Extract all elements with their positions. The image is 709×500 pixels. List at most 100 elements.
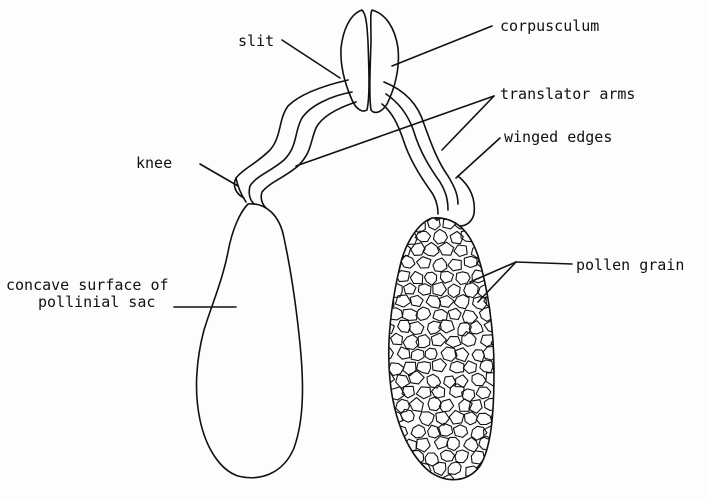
pollen-grain-cell	[472, 350, 484, 362]
pollen-grain-cell	[398, 476, 411, 488]
pollen-grain-cell	[378, 346, 393, 361]
pollen-grain-cell	[439, 399, 453, 412]
pollen-grain-cell	[391, 333, 403, 345]
pollen-grain-cell	[381, 372, 395, 384]
label-pollen-grain: pollen grain	[576, 256, 684, 274]
pollen-grain-cell	[410, 322, 424, 335]
pollen-grain-cell	[450, 205, 463, 217]
pollen-grain-cell	[433, 462, 446, 475]
pollen-grain-cell	[448, 308, 461, 319]
pollen-grain-cell	[464, 283, 479, 298]
pollen-grain-cell	[425, 348, 437, 359]
pollen-grain-cell	[492, 306, 507, 320]
pollen-grain-cell	[389, 230, 404, 244]
pollen-grain-cell	[388, 461, 401, 474]
pollen-grain-cell	[483, 346, 497, 360]
pollen-grain-cell	[456, 478, 470, 492]
pollen-grain-cell	[372, 310, 386, 323]
leader-lines	[174, 26, 572, 307]
pollen-grain-cell	[434, 437, 448, 450]
pollen-grain-cell	[444, 376, 456, 389]
pollen-grain-cell	[494, 385, 508, 397]
leader-translator-arms-2	[442, 96, 494, 150]
pollen-grain-cell	[449, 410, 464, 424]
pollen-grain-cell	[490, 465, 504, 477]
pollen-grain-cell	[380, 221, 395, 232]
pollen-grain-cell	[376, 438, 388, 450]
pollen-grain-cell	[403, 439, 416, 451]
pollen-grain-cell	[448, 284, 460, 298]
pollen-grain-cell	[433, 282, 447, 296]
label-translator-arms: translator arms	[500, 85, 635, 103]
pollen-grain-cell	[441, 347, 457, 361]
pollen-grain-cell	[375, 258, 388, 271]
pollen-grain-cell	[441, 450, 455, 461]
pollen-grains	[372, 203, 510, 493]
pollen-grain-cell	[402, 204, 415, 218]
pollen-grain-cell	[416, 438, 430, 452]
leader-knee	[200, 164, 238, 186]
pollen-grain-cell	[453, 425, 467, 438]
label-concave-surface-line2: pollinial sac	[38, 293, 155, 311]
pollen-grain-cell	[372, 388, 386, 400]
pollen-grain-cell	[464, 256, 477, 267]
pollen-grain-cell	[372, 336, 388, 350]
left-arm-middle	[249, 92, 352, 204]
pollen-grain-cell	[419, 412, 434, 426]
pollen-grain-cell	[486, 373, 500, 386]
left-pollinial-sac	[197, 204, 303, 478]
pollen-grain-cell	[432, 359, 446, 372]
pollen-grain-cell	[473, 297, 487, 310]
pollen-grain-cell	[448, 259, 462, 271]
label-winged-edges: winged edges	[504, 128, 612, 146]
pollen-grain-cell	[375, 283, 389, 296]
pollen-grain-cell	[465, 205, 479, 217]
pollen-grain-cell	[456, 272, 470, 285]
pollen-grain-cell	[477, 232, 491, 245]
pollen-grain-cell	[372, 360, 385, 373]
pollen-grain-cell	[436, 412, 450, 426]
pollen-grain-cell	[395, 449, 408, 461]
pollen-grain-cell	[448, 462, 461, 475]
pollen-grain-cell	[398, 320, 411, 332]
corpusculum-right-half	[370, 10, 399, 112]
pollen-grain-cell	[373, 206, 387, 219]
right-arm-middle	[386, 94, 448, 210]
pollen-grain-cell	[476, 387, 491, 399]
pollen-grain-cell	[434, 229, 448, 244]
right-knee	[458, 176, 474, 226]
pollen-grain-cell	[493, 234, 507, 247]
pollen-grain-cell	[411, 349, 424, 361]
pollen-grain-cell	[479, 203, 495, 217]
pollen-grain-cell	[418, 204, 432, 216]
pollen-grain-cell	[496, 440, 510, 452]
pollen-grain-cell	[381, 425, 395, 439]
left-knee	[236, 178, 246, 202]
pollen-grain-cell	[423, 478, 437, 492]
pollen-grain-cell	[455, 215, 470, 229]
pollen-grain-cell	[380, 322, 394, 334]
pollen-grain-cell	[480, 360, 493, 373]
pollen-grain-cell	[470, 220, 482, 232]
pollen-grain-cell	[426, 295, 441, 308]
pollen-grain-cell	[450, 361, 464, 373]
label-knee: knee	[136, 154, 172, 172]
pollen-grain-cell	[433, 309, 448, 321]
pollen-grain-cell	[425, 272, 437, 285]
pollen-grain-cell	[416, 387, 431, 399]
pollen-grain-cell	[417, 257, 431, 268]
pollen-grain-cell	[416, 307, 431, 321]
pollen-grain-cell	[383, 450, 396, 462]
pollen-grain-cell	[485, 218, 499, 233]
pollen-grain-cell	[463, 361, 476, 374]
pollen-grain-cell	[378, 475, 393, 489]
pollen-grain-cell	[454, 295, 469, 309]
pollen-grain-cell	[373, 463, 387, 476]
corpusculum-left-half	[341, 10, 369, 111]
leader-corpusculum	[392, 26, 492, 66]
pollen-grain-cell	[439, 296, 454, 308]
pollen-grain-cell	[376, 411, 388, 423]
label-concave-surface-line1: concave surface of	[6, 276, 169, 294]
